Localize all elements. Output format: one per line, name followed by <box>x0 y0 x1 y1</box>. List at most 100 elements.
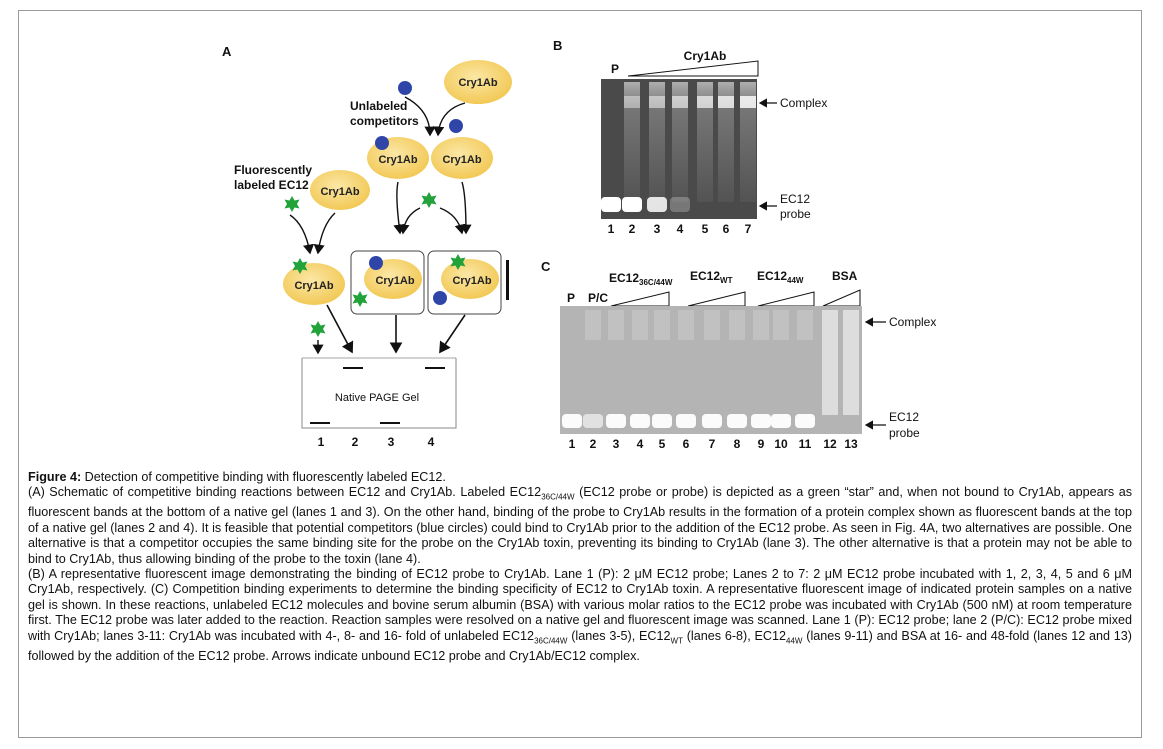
panel-c-probe-label-1: EC12 <box>889 410 919 424</box>
fluor-text-1: Fluorescently <box>234 163 312 177</box>
lane-number: 4 <box>677 222 684 236</box>
gel-complex-smear <box>729 310 745 340</box>
caption-paragraph-b: (B) A representative fluorescent image d… <box>28 566 1132 663</box>
gel-complex-smear <box>822 310 838 415</box>
arrow-star-mid-left <box>398 207 421 235</box>
lane-number: 3 <box>613 437 620 451</box>
gel-complex-smear <box>632 310 648 340</box>
figure-label: Figure 4: <box>28 470 82 484</box>
lane-number: 1 <box>318 435 325 449</box>
lane-number: 3 <box>654 222 661 236</box>
gel-complex-band <box>672 96 688 108</box>
arrow-mid-left <box>393 181 405 235</box>
lane-number: 3 <box>388 435 395 449</box>
caption-title-line: Figure 4: Detection of competitive bindi… <box>28 470 1132 485</box>
lane-number: 1 <box>608 222 615 236</box>
gel-probe-band <box>795 414 815 428</box>
gel-lane-smear <box>718 82 734 202</box>
panel-c-pc-label: P/C <box>588 291 608 305</box>
cry1ab-mid-right-shape <box>431 137 493 179</box>
lane-number: 12 <box>823 437 837 451</box>
gel-complex-band <box>697 96 713 108</box>
lane-number: 13 <box>844 437 858 451</box>
figure-frame <box>18 10 1142 738</box>
lane-number: 5 <box>702 222 709 236</box>
gel-probe-band <box>622 197 642 212</box>
complex-3-label: Cry1Ab <box>375 275 414 287</box>
arrow-probe-left <box>289 214 315 255</box>
complex-4-label: Cry1Ab <box>452 275 491 287</box>
panel-c-probe-label-2: probe <box>889 426 920 440</box>
panel-c-group3-triangle <box>757 291 815 307</box>
gel-probe-band <box>647 197 667 212</box>
panel-c-label: C <box>541 259 551 274</box>
gel-complex-smear <box>678 310 694 340</box>
gel-probe-band <box>583 414 603 428</box>
lane-number: 2 <box>590 437 597 451</box>
lane-number: 4 <box>637 437 644 451</box>
gel-complex-smear <box>585 310 601 340</box>
complex-1-label: Cry1Ab <box>294 280 333 292</box>
competitor-bound-3-icon <box>369 256 383 270</box>
lane-number: 2 <box>629 222 636 236</box>
panel-b-label: B <box>553 38 562 53</box>
lane-number: 2 <box>352 435 359 449</box>
gel-probe-band <box>562 414 582 428</box>
cry1ab-left-shape <box>310 170 370 210</box>
panel-c-group4-label: BSA <box>832 269 858 283</box>
gel-label: Native PAGE Gel <box>335 392 419 404</box>
box-lane3 <box>350 250 425 315</box>
gel-lane-smear <box>649 82 665 202</box>
gel-complex-smear <box>753 310 769 340</box>
gel-probe-band <box>670 197 690 212</box>
panel-c-complex-label: Complex <box>889 315 936 329</box>
gel-probe-band <box>606 414 626 428</box>
panel-c-group4-triangle <box>822 289 861 307</box>
arrow-competitor <box>404 96 436 137</box>
arrow-lane4 <box>439 314 466 354</box>
gel-complex-smear <box>773 310 789 340</box>
probe-star-mid-icon <box>421 192 437 208</box>
gel-complex-smear <box>843 310 859 415</box>
gel-complex-smear <box>654 310 670 340</box>
panel-c-p-label: P <box>567 291 575 305</box>
lane-number: 8 <box>734 437 741 451</box>
lane-number: 10 <box>774 437 788 451</box>
arrow-lane2 <box>326 304 354 354</box>
cry1ab-mid-right-label: Cry1Ab <box>442 154 481 166</box>
cry1ab-left-label: Cry1Ab <box>320 186 359 198</box>
gel-probe-band <box>601 197 621 212</box>
complex-1-shape <box>283 263 345 305</box>
panel-b-gradient-triangle <box>627 60 759 77</box>
panel-c-group1-triangle <box>610 291 670 307</box>
arrow-cry1ab-top <box>433 102 466 137</box>
lane-number: 11 <box>799 437 812 451</box>
competitor-circle-icon <box>398 81 412 95</box>
lane-number: 6 <box>723 222 730 236</box>
figure-caption: Figure 4: Detection of competitive bindi… <box>28 470 1132 664</box>
probe-star-free-3-icon <box>352 291 368 307</box>
cry1ab-top-shape <box>444 60 512 104</box>
lane-number: 6 <box>683 437 690 451</box>
lane-number: 4 <box>428 435 435 449</box>
unlabeled-text-1: Unlabeled <box>350 99 407 113</box>
figure-title: Detection of competitive binding with fl… <box>81 470 446 484</box>
fluor-text-2: labeled EC12 <box>234 178 309 192</box>
lane-number: 7 <box>709 437 716 451</box>
gel-lane-smear <box>624 82 640 202</box>
panel-c-group2-triangle <box>687 291 746 307</box>
gel-probe-band <box>630 414 650 428</box>
gel-complex-smear <box>704 310 720 340</box>
gel-complex-smear <box>608 310 624 340</box>
gel-probe-band <box>751 414 771 428</box>
panel-c-gel-lanes <box>562 310 859 428</box>
gel-complex-band <box>740 96 756 108</box>
gel-lane-smear <box>697 82 713 202</box>
panel-c-gel-image <box>560 306 862 434</box>
panel-b-complex-label: Complex <box>780 96 827 110</box>
panel-c-group3-label: EC1244W <box>757 269 804 285</box>
gel-probe-band <box>771 414 791 428</box>
probe-star-icon <box>284 196 300 212</box>
